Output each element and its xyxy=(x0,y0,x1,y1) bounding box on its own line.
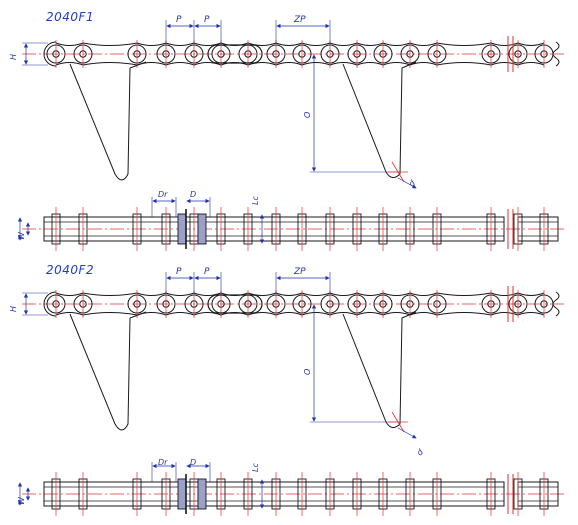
attachment-arm-left xyxy=(69,313,131,431)
plan-view-1 xyxy=(17,197,565,251)
connecting-link xyxy=(207,44,263,64)
arm-shoulder xyxy=(129,311,147,319)
connecting-pin xyxy=(177,478,187,510)
connecting-link xyxy=(207,294,263,314)
pitch-label-2b: P xyxy=(204,267,210,277)
right-break xyxy=(552,41,560,67)
left-end-cap xyxy=(43,291,57,317)
width-label-1: W xyxy=(17,231,26,240)
height-label-2: H xyxy=(9,306,18,312)
pin-dia-label-2: D xyxy=(190,458,196,467)
right-break xyxy=(552,291,560,317)
height-label-1: H xyxy=(9,54,18,60)
pitch-label-1a: P xyxy=(176,15,182,25)
attachment-arm-right xyxy=(342,311,417,428)
outer-plate-outline xyxy=(43,481,505,507)
offset-label-1: O xyxy=(303,112,312,118)
left-end-cap xyxy=(43,41,57,67)
attachment-arm-left xyxy=(69,63,131,181)
side-view-1: 2040F1 xyxy=(22,10,565,189)
attachment-pitch-label-2: ZP xyxy=(293,267,306,277)
pin-length-label-1: Lc xyxy=(251,196,260,205)
connecting-pin xyxy=(197,213,207,245)
width-label-2: W xyxy=(17,496,26,505)
view-title-1: 2040F1 xyxy=(46,10,94,24)
arm-shoulder xyxy=(129,61,147,69)
outer-plate-outline xyxy=(43,216,505,242)
connecting-pin xyxy=(177,213,187,245)
attachment-arm-right xyxy=(342,61,417,178)
hole-label-1: d xyxy=(407,178,418,189)
connecting-pin xyxy=(197,478,207,510)
hole-leader xyxy=(397,177,417,189)
pitch-label-1b: P xyxy=(204,15,210,25)
hole-leader xyxy=(397,427,417,439)
pin-dia-label-1: D xyxy=(190,190,196,199)
pin-length-label-2: Lc xyxy=(251,463,260,472)
dimension-labels-2: P P ZP H O d Dr D Lc W xyxy=(9,267,426,505)
dimension-labels-1: P P ZP H O d Dr D Lc W xyxy=(9,15,418,240)
attachment-pitch-label-1: ZP xyxy=(293,15,306,25)
plan-view-2 xyxy=(17,462,565,516)
roller-dia-label-2: Dr xyxy=(158,458,168,467)
view-title-2: 2040F2 xyxy=(46,263,94,277)
roller-dia-label-1: Dr xyxy=(158,190,168,199)
side-view-2: 2040F2 xyxy=(22,263,565,439)
offset-label-2: O xyxy=(303,369,312,375)
hole-label-2: d xyxy=(415,447,426,458)
pitch-label-2a: P xyxy=(176,267,182,277)
